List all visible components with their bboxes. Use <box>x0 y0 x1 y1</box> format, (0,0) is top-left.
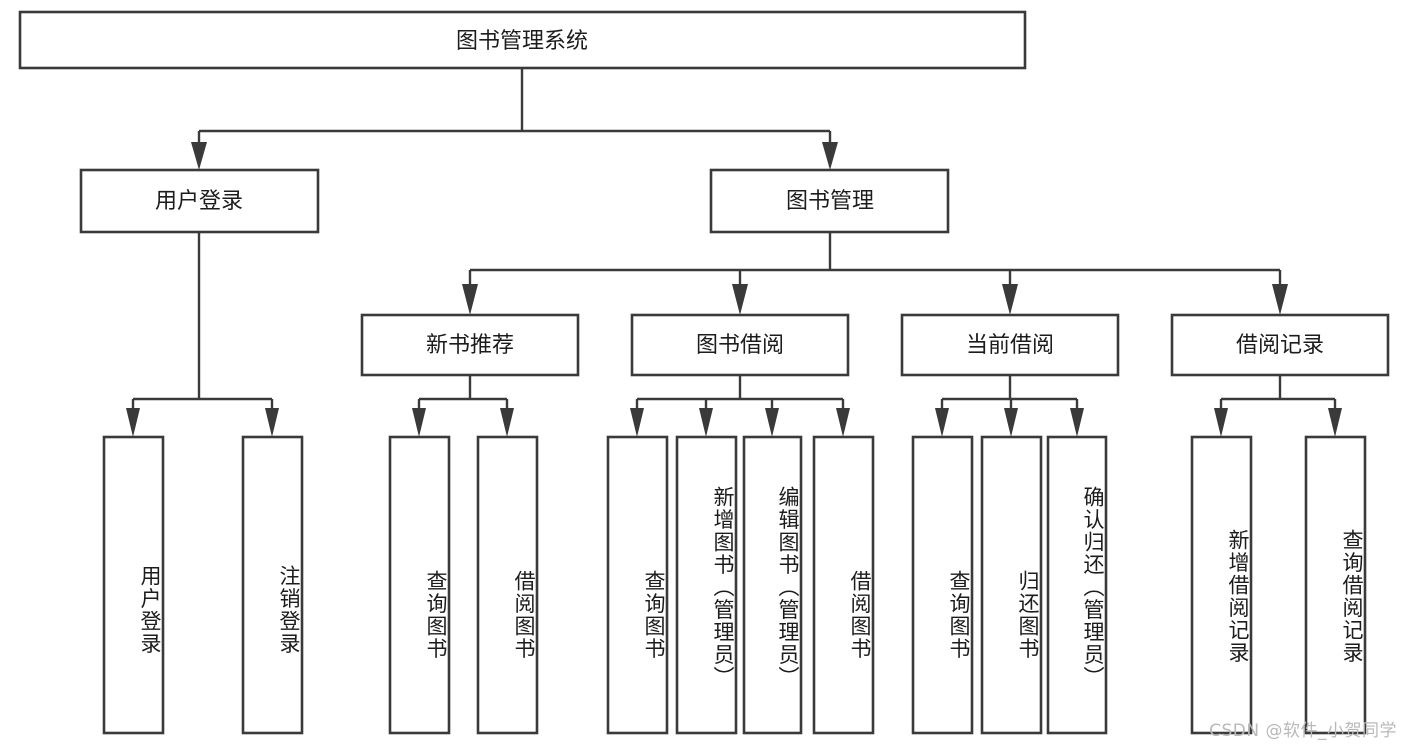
connector-book-manage-to-level3 <box>462 232 1288 315</box>
connector-new-book-rec-to-leaves <box>412 375 514 437</box>
node-user-login[interactable]: 用户登录 <box>79 168 320 234</box>
csdn-watermark: CSDN @软件_小贺同学 <box>1209 721 1397 741</box>
arrow-head-icon <box>699 408 713 437</box>
node-book-borrow[interactable]: 图书借阅 <box>630 313 850 377</box>
leaf-box-group <box>102 435 1367 735</box>
arrow-head-icon <box>462 284 478 315</box>
arrow-head-icon <box>500 408 514 437</box>
arrow-head-icon <box>1070 408 1084 437</box>
connector-book-borrow-to-leaves <box>630 375 850 437</box>
arrow-head-icon <box>265 408 279 437</box>
arrow-head-icon <box>126 408 140 437</box>
leaf-box-query-book-2[interactable] <box>606 435 669 735</box>
arrow-head-icon <box>630 408 644 437</box>
arrow-head-icon <box>191 142 207 170</box>
node-current-borrow[interactable]: 当前借阅 <box>900 313 1120 377</box>
leaf-box-query-record[interactable] <box>1304 435 1367 735</box>
arrow-head-icon <box>836 408 850 437</box>
node-borrow-record[interactable]: 借阅记录 <box>1170 313 1390 377</box>
leaf-box-confirm-return[interactable] <box>1046 435 1108 735</box>
node-root[interactable]: 图书管理系统 <box>18 10 1027 70</box>
leaf-box-borrow-book-2[interactable] <box>812 435 875 735</box>
node-new-book-rec[interactable]: 新书推荐 <box>360 313 580 377</box>
leaf-box-edit-book[interactable] <box>742 435 803 735</box>
arrow-head-icon <box>822 142 838 170</box>
leaf-box-user-login[interactable] <box>102 435 165 735</box>
leaf-box-add-book[interactable] <box>675 435 738 735</box>
node-book-borrow-label: 图书借阅 <box>696 333 784 358</box>
arrow-head-icon <box>1272 284 1288 315</box>
leaf-box-logout[interactable] <box>241 435 304 735</box>
node-current-borrow-label: 当前借阅 <box>966 333 1054 358</box>
connector-root-to-level2 <box>191 68 838 170</box>
node-new-book-rec-label: 新书推荐 <box>426 333 514 358</box>
node-root-label: 图书管理系统 <box>456 29 588 54</box>
connector-borrow-record-to-leaves <box>1214 375 1342 437</box>
arrow-head-icon <box>732 284 748 315</box>
arrow-head-icon <box>1002 284 1018 315</box>
node-user-login-label: 用户登录 <box>155 189 243 214</box>
leaf-box-query-book-1[interactable] <box>388 435 451 735</box>
node-book-manage-label: 图书管理 <box>786 189 874 214</box>
node-borrow-record-label: 借阅记录 <box>1236 333 1324 358</box>
connector-current-borrow-to-leaves <box>935 375 1084 437</box>
leaf-box-borrow-book-1[interactable] <box>476 435 539 735</box>
connector-user-login-to-leaves <box>126 232 279 437</box>
arrow-head-icon <box>1004 408 1018 437</box>
leaf-box-add-record[interactable] <box>1190 435 1253 735</box>
leaf-box-query-book-3[interactable] <box>911 435 974 735</box>
leaf-box-return-book[interactable] <box>980 435 1043 735</box>
arrow-head-icon <box>765 408 779 437</box>
arrow-head-icon <box>412 408 426 437</box>
arrow-head-icon <box>1328 408 1342 437</box>
arrow-head-icon <box>935 408 949 437</box>
arrow-head-icon <box>1214 408 1228 437</box>
node-book-manage[interactable]: 图书管理 <box>709 168 950 234</box>
